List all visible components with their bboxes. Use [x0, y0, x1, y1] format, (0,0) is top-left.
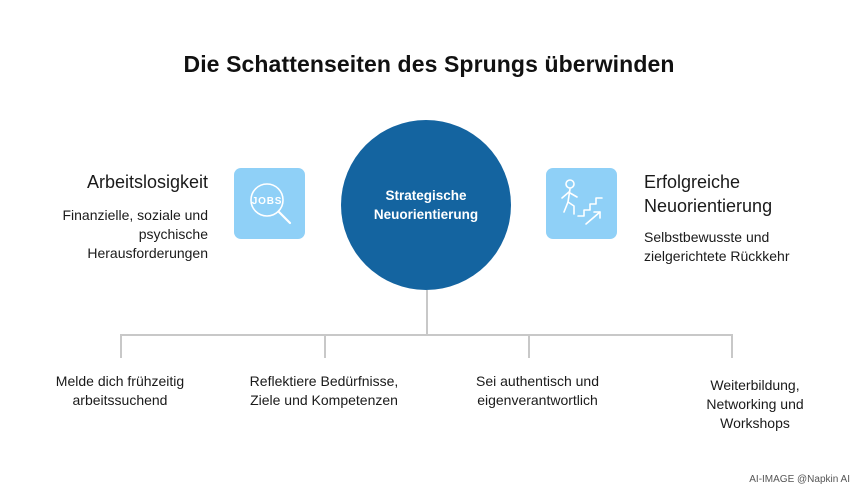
step-line: eigenverantwortlich	[477, 392, 598, 408]
climbing-stairs-icon	[546, 168, 617, 239]
right-title-line: Erfolgreiche	[644, 172, 741, 192]
step-item: Sei authentisch und eigenverantwortlich	[455, 372, 620, 410]
right-title: Erfolgreiche Neuorientierung	[644, 170, 834, 218]
branch-drop	[120, 334, 122, 358]
left-desc-line: psychische	[138, 226, 208, 242]
jobs-icon-text: JOBS	[252, 196, 282, 207]
left-desc-line: Herausforderungen	[87, 245, 208, 261]
step-line: Workshops	[720, 415, 790, 431]
branch-bar	[120, 334, 732, 336]
step-line: Ziele und Kompetenzen	[250, 392, 398, 408]
left-title: Arbeitslosigkeit	[86, 172, 208, 192]
step-item: Reflektiere Bedürfnisse, Ziele und Kompe…	[234, 372, 414, 410]
step-line: Melde dich frühzeitig	[55, 373, 185, 389]
diagram-title: Die Schattenseiten des Sprungs überwinde…	[183, 51, 675, 77]
climbing-stairs-icon-graphic	[561, 179, 603, 225]
hub-stem	[426, 290, 428, 335]
step-item: Melde dich frühzeitig arbeitssuchend	[40, 372, 200, 410]
step-line: Sei authentisch und	[476, 373, 599, 389]
left-desc-line: Finanzielle, soziale und	[62, 207, 208, 223]
step-line: arbeitssuchend	[72, 392, 168, 408]
right-title-line: Neuorientierung	[644, 196, 773, 216]
branch-drop	[528, 334, 530, 358]
right-desc-line: Selbstbewusste und	[644, 229, 770, 245]
central-hub: Strategische Neuorientierung	[341, 120, 511, 290]
step-line: Networking und	[706, 396, 804, 412]
jobs-search-icon: JOBS	[234, 168, 305, 239]
right-desc-line: zielgerichtete Rückkehr	[644, 248, 790, 264]
step-item: Weiterbildung, Networking und Workshops	[680, 376, 830, 433]
hub-label-line: Strategische	[385, 188, 467, 203]
right-description: Selbstbewusste und zielgerichtete Rückke…	[644, 228, 834, 266]
step-line: Reflektiere Bedürfnisse,	[249, 373, 399, 389]
branch-drop	[731, 334, 733, 358]
hub-label: Strategische Neuorientierung	[361, 186, 491, 224]
branch-drop	[324, 334, 326, 358]
hub-label-line: Neuorientierung	[373, 207, 479, 222]
step-line: Weiterbildung,	[710, 377, 800, 393]
left-description: Finanzielle, soziale und psychische Hera…	[38, 206, 208, 263]
jobs-search-icon-graphic: JOBS	[250, 183, 292, 225]
credit-text: AI-IMAGE @Napkin AI	[749, 474, 850, 485]
